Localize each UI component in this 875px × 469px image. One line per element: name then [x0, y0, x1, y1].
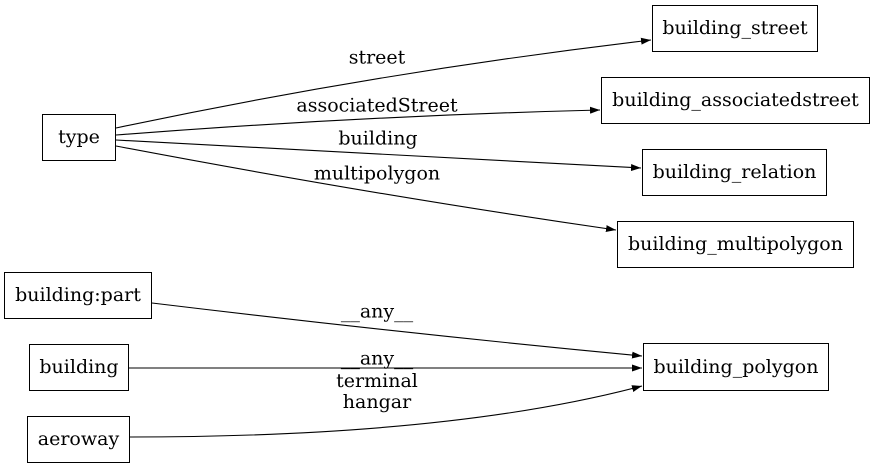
edge-label-line-hangar: hangar — [342, 391, 412, 413]
node-type: type — [42, 114, 116, 161]
edge-buildingpart-building_polygon — [151, 302, 643, 359]
edge-label-multipolygon: multipolygon — [313, 162, 441, 185]
edge-aeroway-building_polygon — [129, 385, 643, 438]
edge-type-building_street — [115, 37, 652, 129]
node-building_polygon: building_polygon — [643, 343, 829, 391]
node-building_multipolygon: building_multipolygon — [617, 221, 854, 268]
edge-label-any-buildingpart: __any__ — [340, 300, 414, 323]
edge-label-terminal-hangar: terminal hangar — [336, 371, 418, 413]
node-building: building — [29, 344, 129, 391]
edge-type-building_multipolygon — [115, 145, 617, 233]
edge-label-associatedstreet: associatedStreet — [296, 94, 458, 117]
node-building_associatedstreet: building_associatedstreet — [601, 77, 870, 124]
edge-label-line-terminal: terminal — [336, 370, 418, 392]
edge-type-building_associatedstreet — [115, 106, 601, 136]
node-building-part: building:part — [4, 272, 152, 319]
edge-label-building: building — [338, 127, 418, 150]
edge-label-any-building: __any__ — [340, 347, 414, 370]
node-building_street: building_street — [652, 5, 818, 52]
edge-label-street: street — [348, 46, 406, 69]
node-aeroway: aeroway — [27, 416, 130, 463]
edge-type-building_relation — [115, 139, 642, 171]
node-building_relation: building_relation — [642, 149, 827, 196]
